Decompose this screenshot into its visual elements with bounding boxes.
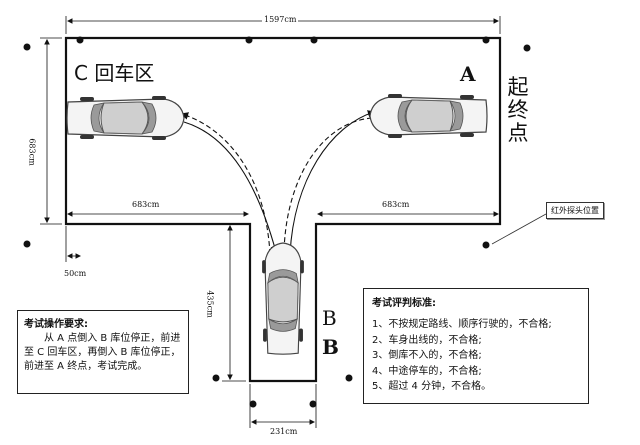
sensor-dot — [249, 400, 257, 408]
grading-item: 2、车身出线的，不合格; — [372, 334, 482, 346]
grading-item: 1、不按规定路线、顺序行驶的，不合格; — [372, 319, 552, 330]
grading-criteria-box: 考试评判标准: 1、不按规定路线、顺序行驶的，不合格; 2、车身出线的，不合格;… — [363, 288, 589, 404]
path-a-to-b — [280, 117, 373, 254]
b-zone-label-bold: B — [322, 335, 339, 359]
path-c-to-b — [183, 121, 279, 254]
path-b-to-a — [289, 110, 376, 255]
garage-depth-label: 435cm — [205, 288, 215, 320]
sensor-dot — [482, 36, 490, 44]
offset-dimension — [65, 226, 82, 262]
sensor-dot — [310, 36, 318, 44]
garage-width-label: 231cm — [268, 427, 300, 436]
callout-leader — [491, 213, 547, 245]
sensor-dot — [482, 241, 490, 249]
car-c-zone — [66, 95, 185, 141]
garage-depth-dimension — [222, 223, 246, 382]
top-width-label: 1597cm — [262, 15, 299, 24]
left-dimension — [40, 37, 62, 225]
grading-criteria-title: 考试评判标准: — [372, 298, 436, 309]
grading-item: 4、中途停车的，不合格; — [372, 365, 482, 377]
sensor-dot — [76, 36, 84, 44]
garage-width-dimension — [249, 384, 317, 428]
right-segment-label: 683cm — [380, 200, 412, 209]
sensor-dot — [23, 240, 31, 248]
sensor-dots — [23, 36, 531, 408]
grading-item: 3、倒库不入的，不合格; — [372, 350, 482, 361]
car-a-zone — [369, 93, 488, 139]
b-zone-label: B — [322, 306, 337, 330]
start-end-label: 起终点 — [507, 75, 529, 146]
left-height-label: 683cm — [27, 136, 37, 168]
path-b-to-c — [180, 112, 271, 255]
sensor-dot — [309, 400, 317, 408]
exam-requirements-box: 考试操作要求: 从 A 点倒入 B 库位停正，前进至 C 回车区，再倒入 B 库… — [17, 310, 189, 394]
a-zone-label: A — [460, 62, 476, 86]
driving-paths — [180, 110, 376, 255]
sensor-dot — [212, 374, 220, 382]
sensor-callout: 红外探头位置 — [546, 202, 604, 219]
grading-item: 5、超过 4 分钟，不合格。 — [372, 381, 492, 392]
exam-requirements-title: 考试操作要求: — [24, 319, 88, 330]
exam-requirements-text: 从 A 点倒入 B 库位停正，前进至 C 回车区，再倒入 B 库位停正，前进至 … — [24, 333, 181, 372]
sensor-dot — [23, 43, 31, 51]
c-zone-label: C 回车区 — [74, 61, 155, 85]
sensor-dot — [523, 44, 531, 52]
sensor-dot — [345, 374, 353, 382]
sensor-dot — [245, 36, 253, 44]
offset-label: 50cm — [62, 269, 89, 278]
ground-outline — [64, 36, 502, 383]
left-segment-label: 683cm — [130, 200, 162, 209]
car-b-garage — [261, 242, 305, 355]
